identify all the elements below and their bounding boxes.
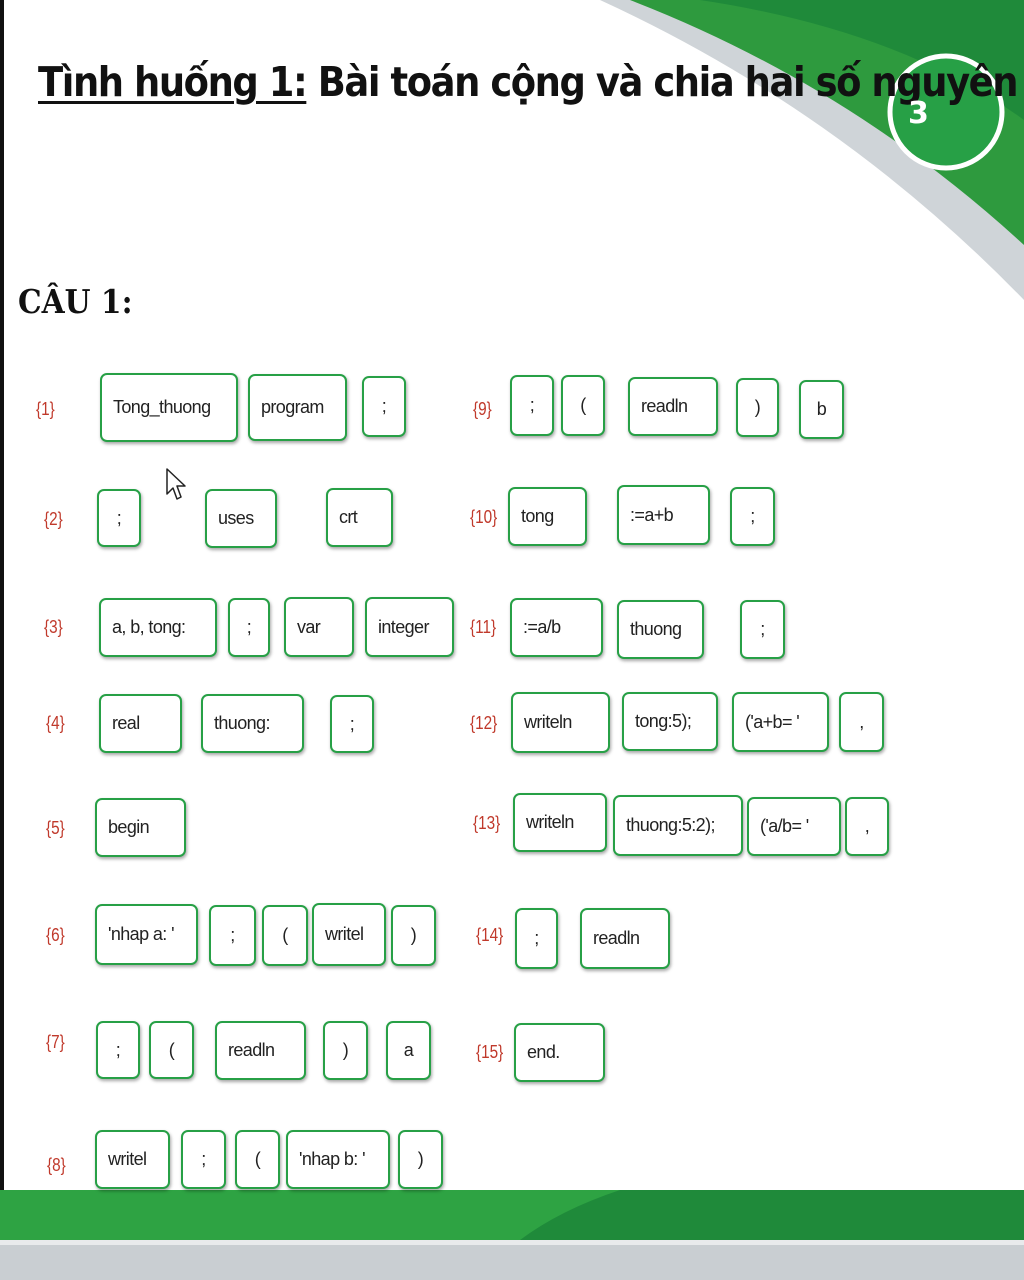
tile-1-2[interactable]: program <box>248 374 347 441</box>
tile-9-4[interactable]: ) <box>736 378 779 437</box>
tile-1-3[interactable]: ; <box>362 376 406 437</box>
tile-3-1[interactable]: a, b, tong: <box>99 598 217 657</box>
tile-2-1[interactable]: ; <box>97 489 141 547</box>
tile-8-4[interactable]: 'nhap b: ' <box>286 1130 390 1189</box>
tile-7-3[interactable]: readln <box>215 1021 306 1080</box>
tile-9-3[interactable]: readln <box>628 377 718 436</box>
mouse-pointer-icon <box>166 468 186 500</box>
row-label-14: {14} <box>476 925 504 945</box>
tile-8-5[interactable]: ) <box>398 1130 443 1189</box>
tile-4-1[interactable]: real <box>99 694 182 753</box>
tile-4-3[interactable]: ; <box>330 695 374 753</box>
tile-8-3[interactable]: ( <box>235 1130 280 1189</box>
tile-8-2[interactable]: ; <box>181 1130 226 1189</box>
tile-12-3[interactable]: ('a+b= ' <box>732 692 829 752</box>
tile-8-1[interactable]: writel <box>95 1130 170 1189</box>
tile-15-1[interactable]: end. <box>514 1023 605 1082</box>
tile-13-2[interactable]: thuong:5:2); <box>613 795 743 856</box>
corner-swoosh-dark <box>700 0 1024 120</box>
row-label-3: {3} <box>44 617 63 637</box>
row-label-9: {9} <box>473 399 492 419</box>
row-label-12: {12} <box>470 713 498 733</box>
row-label-5: {5} <box>46 818 65 838</box>
badge-number: 3 <box>908 96 929 131</box>
tile-7-4[interactable]: ) <box>323 1021 368 1080</box>
row-label-1: {1} <box>36 399 55 419</box>
tile-12-4[interactable]: , <box>839 692 884 752</box>
tile-10-3[interactable]: ; <box>730 487 775 546</box>
row-label-4: {4} <box>46 713 65 733</box>
badge-circle <box>887 53 1005 171</box>
row-label-2: {2} <box>44 509 63 529</box>
left-edge-bar <box>0 0 4 1280</box>
tile-3-2[interactable]: ; <box>228 598 270 657</box>
footer-band-grey <box>0 1240 1024 1280</box>
tile-5-1[interactable]: begin <box>95 798 186 857</box>
tile-6-2[interactable]: ; <box>209 905 256 966</box>
row-label-6: {6} <box>46 925 65 945</box>
slide-title: Tình huống 1: Bài toán cộng và chia hai … <box>38 58 1019 106</box>
row-label-7: {7} <box>46 1032 65 1052</box>
question-heading: CÂU 1: <box>18 282 133 321</box>
tile-14-2[interactable]: readln <box>580 908 670 969</box>
tile-6-1[interactable]: 'nhap a: ' <box>95 904 198 965</box>
tile-9-1[interactable]: ; <box>510 375 554 436</box>
tile-10-1[interactable]: tong <box>508 487 587 546</box>
tile-9-5[interactable]: b <box>799 380 844 439</box>
tile-13-4[interactable]: , <box>845 797 889 856</box>
tile-14-1[interactable]: ; <box>515 908 558 969</box>
tile-3-4[interactable]: integer <box>365 597 454 657</box>
tile-4-2[interactable]: thuong: <box>201 694 304 753</box>
tile-9-2[interactable]: ( <box>561 375 605 436</box>
tile-11-2[interactable]: thuong <box>617 600 704 659</box>
tile-11-1[interactable]: :=a/b <box>510 598 603 657</box>
row-label-11: {11} <box>470 617 497 637</box>
row-label-13: {13} <box>473 813 501 833</box>
tile-1-1[interactable]: Tong_thuong <box>100 373 238 442</box>
tile-2-3[interactable]: crt <box>326 488 393 547</box>
row-label-10: {10} <box>470 507 498 527</box>
tile-7-1[interactable]: ; <box>96 1021 140 1079</box>
tile-2-2[interactable]: uses <box>205 489 277 548</box>
row-label-8: {8} <box>47 1155 66 1175</box>
tile-12-2[interactable]: tong:5); <box>622 692 718 751</box>
tile-11-3[interactable]: ; <box>740 600 785 659</box>
tile-10-2[interactable]: :=a+b <box>617 485 710 545</box>
tile-7-5[interactable]: a <box>386 1021 431 1080</box>
title-problem: Bài toán cộng và chia hai số nguyên <box>306 58 1019 106</box>
tile-12-1[interactable]: writeln <box>511 692 610 753</box>
row-label-15: {15} <box>476 1042 504 1062</box>
footer-band-light <box>0 1190 620 1240</box>
tile-13-3[interactable]: ('a/b= ' <box>747 797 841 856</box>
tile-6-3[interactable]: ( <box>262 905 308 966</box>
title-situation: Tình huống 1: <box>38 58 308 106</box>
tile-7-2[interactable]: ( <box>149 1021 194 1079</box>
tile-6-4[interactable]: writel <box>312 903 386 966</box>
tile-13-1[interactable]: writeln <box>513 793 607 852</box>
tile-6-5[interactable]: ) <box>391 905 436 966</box>
tile-3-3[interactable]: var <box>284 597 354 657</box>
